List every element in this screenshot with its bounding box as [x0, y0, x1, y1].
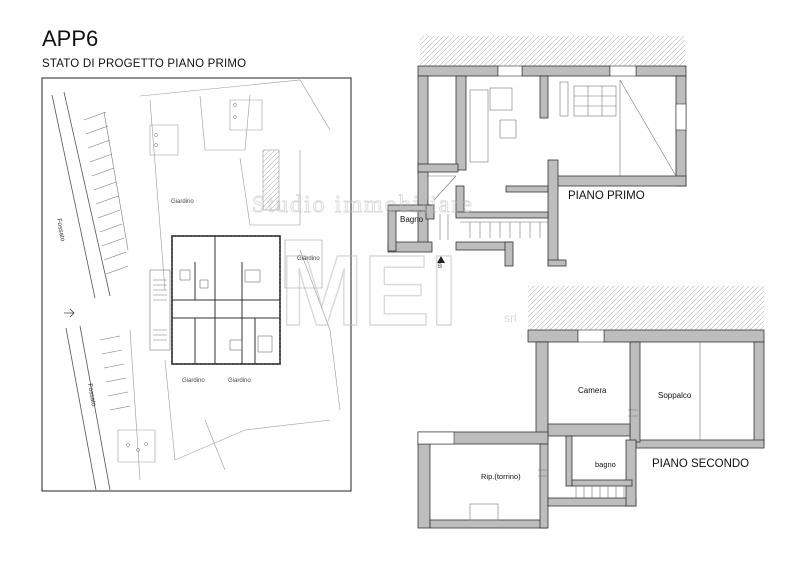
watermark: Studio immobiliare MEI srl: [252, 192, 517, 348]
second-floor-label: PIANO SECONDO: [652, 458, 750, 470]
garden-label: Giardino: [171, 199, 194, 205]
first-floor-plan: [387, 36, 687, 267]
page-title: APP6: [42, 26, 99, 51]
watermark-suffix: srl: [504, 311, 517, 325]
second-floor-plan: [417, 286, 765, 529]
garden-label: Giardino: [297, 256, 320, 262]
room-soppalco: Soppalco: [658, 391, 692, 400]
room-ripostiglio: Rip.(torrino): [481, 472, 521, 481]
section-marker: B: [438, 264, 443, 270]
page-subtitle: STATO DI PROGETTO PIANO PRIMO: [42, 58, 247, 70]
room-camera: Camera: [578, 386, 607, 395]
site-building: [149, 235, 281, 365]
garden-label: Giardino: [182, 378, 205, 384]
room-bagno-first: Bagno: [400, 215, 424, 224]
site-plan-frame: [41, 77, 352, 492]
room-bagno-second: bagno: [595, 460, 616, 469]
watermark-line1: Studio immobiliare: [252, 192, 474, 218]
site-plan: [41, 77, 352, 492]
garden-label: Giardino: [228, 378, 251, 384]
watermark-brand: MEI: [280, 235, 458, 347]
first-floor-label: PIANO PRIMO: [568, 190, 645, 202]
